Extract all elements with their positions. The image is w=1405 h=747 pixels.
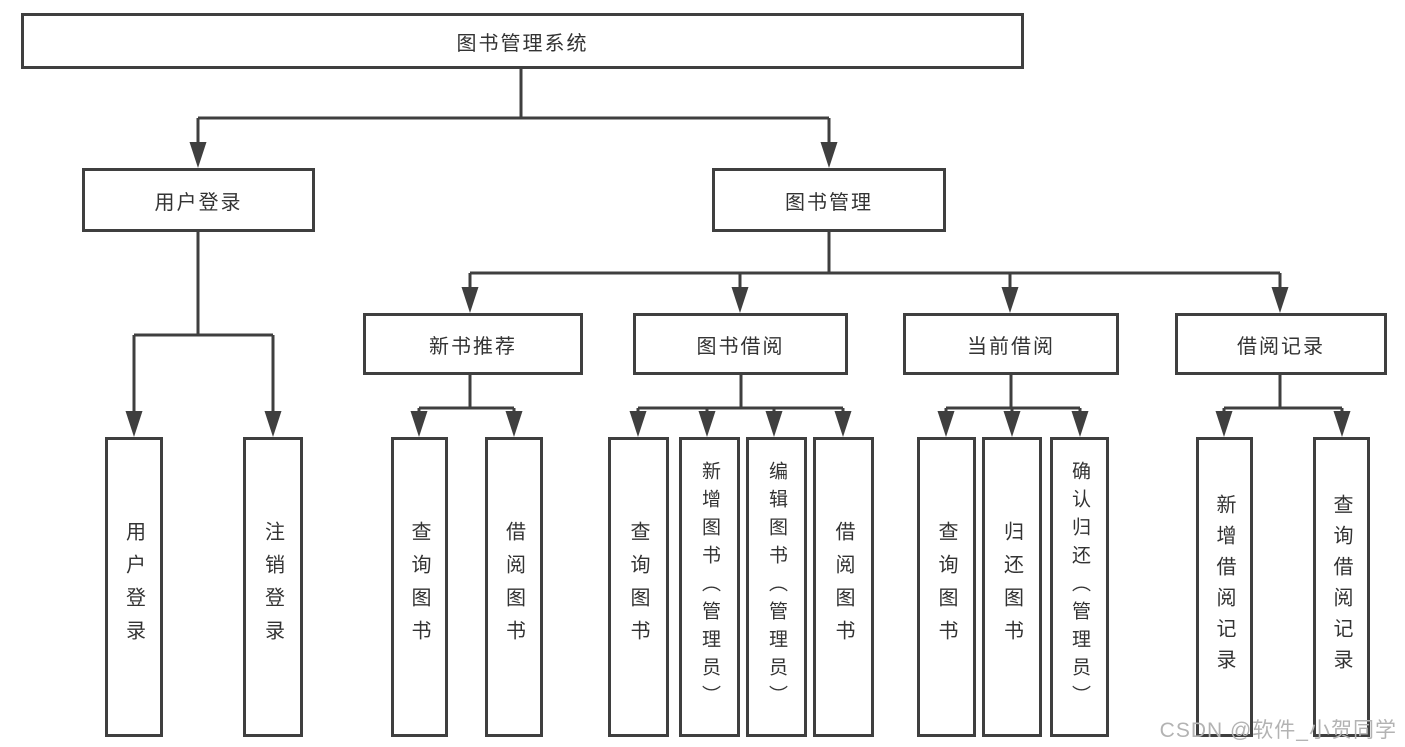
node-new-book-recommend: 新书推荐 [363, 313, 583, 375]
arrowhead-icon [820, 142, 838, 168]
arrowhead-icon [1003, 411, 1021, 437]
arrowhead-icon [731, 287, 749, 313]
leaf-recommend-borrow-book: 借阅图书 [485, 437, 543, 737]
arrowhead-icon [264, 411, 282, 437]
leaf-user-login: 用户登录 [105, 437, 163, 737]
arrowhead-icon [937, 411, 955, 437]
leaf-logout: 注销登录 [243, 437, 303, 737]
node-current-borrow-label: 当前借阅 [967, 335, 1055, 358]
arrowhead-icon [1333, 411, 1351, 437]
leaf-borrow-add-book-admin: 新增图书（管理员） [679, 437, 740, 737]
node-borrow-records-label: 借阅记录 [1237, 335, 1325, 358]
arrowhead-icon [410, 411, 428, 437]
node-user-login-label: 用户登录 [154, 191, 243, 214]
arrowhead-icon [1001, 287, 1019, 313]
arrowhead-icon [1271, 287, 1289, 313]
arrowhead-icon [125, 411, 143, 437]
arrowhead-icon [1215, 411, 1233, 437]
leaf-borrow-borrow-book: 借阅图书 [813, 437, 874, 737]
node-book-borrow-label: 图书借阅 [696, 335, 785, 358]
arrowhead-group [125, 142, 1351, 437]
leaf-current-query-book: 查询图书 [917, 437, 976, 737]
arrowhead-icon [189, 142, 207, 168]
node-book-management: 图书管理 [712, 168, 946, 232]
node-root: 图书管理系统 [21, 13, 1024, 69]
leaf-borrow-edit-book-admin: 编辑图书（管理员） [746, 437, 807, 737]
arrowhead-icon [461, 287, 479, 313]
leaf-borrow-query-book: 查询图书 [608, 437, 669, 737]
arrowhead-icon [505, 411, 523, 437]
leaf-recommend-query-book: 查询图书 [391, 437, 448, 737]
node-new-book-recommend-label: 新书推荐 [429, 335, 517, 358]
node-book-borrow: 图书借阅 [633, 313, 848, 375]
watermark-text: CSDN @软件_小贺同学 [1159, 719, 1397, 742]
node-borrow-records: 借阅记录 [1175, 313, 1387, 375]
leaf-current-confirm-return-admin: 确认归还（管理员） [1050, 437, 1109, 737]
leaf-current-return-book: 归还图书 [982, 437, 1042, 737]
node-user-login: 用户登录 [82, 168, 315, 232]
node-root-label: 图书管理系统 [456, 32, 589, 55]
arrowhead-icon [765, 411, 783, 437]
arrowhead-icon [1071, 411, 1089, 437]
leaf-records-query-record: 查询借阅记录 [1313, 437, 1370, 737]
leaf-records-add-record: 新增借阅记录 [1196, 437, 1253, 737]
arrowhead-icon [698, 411, 716, 437]
arrowhead-icon [629, 411, 647, 437]
node-current-borrow: 当前借阅 [903, 313, 1119, 375]
arrowhead-icon [834, 411, 852, 437]
node-book-management-label: 图书管理 [785, 191, 873, 214]
